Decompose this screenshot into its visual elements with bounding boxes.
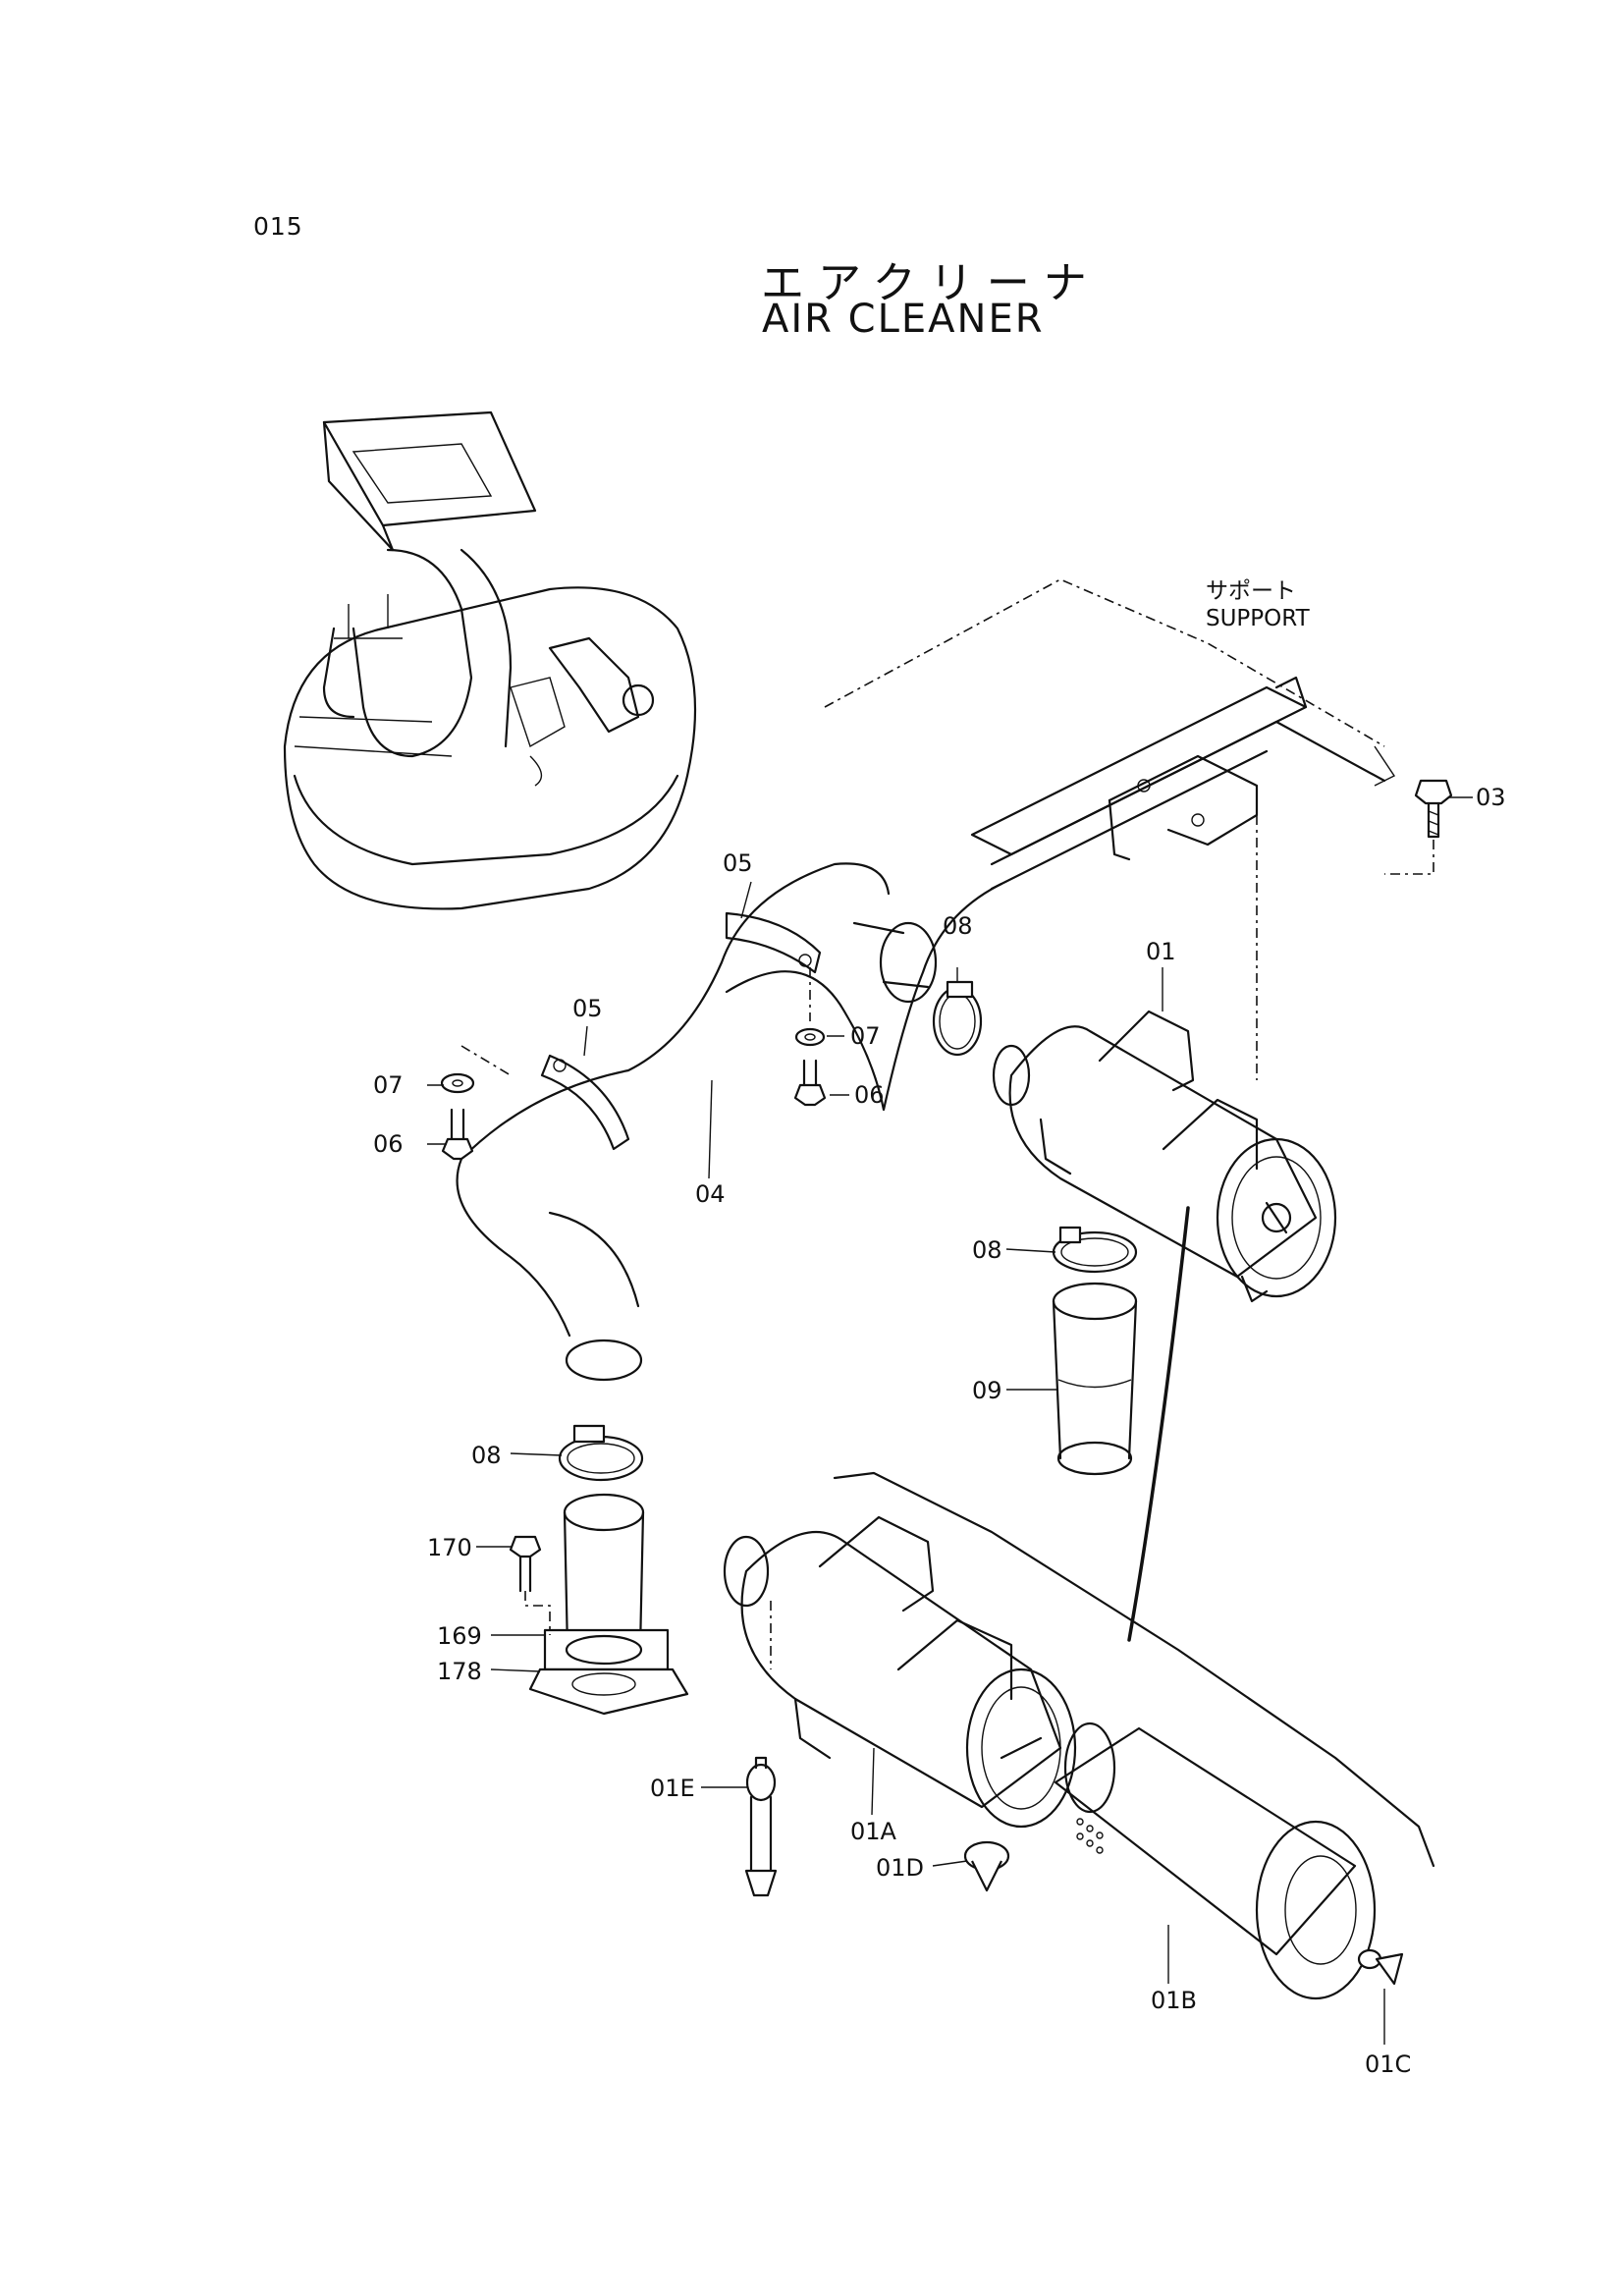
support-label: サポート SUPPORT (1206, 577, 1310, 632)
indicator-01E-icon (744, 1756, 778, 1897)
callout-01: 01 (1146, 938, 1176, 965)
callout-169: 169 (437, 1622, 482, 1650)
callout-09: 09 (972, 1377, 1002, 1404)
callout-03: 03 (1476, 784, 1506, 811)
callout-07a: 07 (373, 1071, 404, 1099)
callout-05a: 05 (723, 849, 753, 877)
hose-clamp-08c-icon (558, 1424, 644, 1482)
callout-08c: 08 (471, 1442, 502, 1469)
callout-07b: 07 (850, 1022, 881, 1050)
exploded-view-guide (833, 1206, 1435, 1868)
callout-06b: 06 (854, 1081, 885, 1109)
bolt-06a-icon (441, 1045, 512, 1161)
callout-04: 04 (695, 1180, 726, 1208)
bolt-06b-icon (793, 967, 827, 1107)
hose-clamp-08b-icon (1052, 1226, 1138, 1274)
air-cleaner-01 (992, 1010, 1337, 1303)
callout-05b: 05 (572, 995, 603, 1022)
dust-valve-01D-icon (963, 1840, 1010, 1892)
callout-labels: 03 05 08 01 05 07 07 06 06 04 08 09 08 1… (373, 784, 1506, 2078)
callout-01E: 01E (650, 1775, 695, 1802)
title-english: AIR CLEANER (762, 297, 1045, 342)
intake-pipe-04 (456, 862, 1003, 1382)
machine-overview (283, 410, 697, 910)
callout-08a: 08 (943, 912, 973, 940)
washer-07b-icon (794, 1027, 826, 1047)
support-label-en: SUPPORT (1206, 606, 1310, 631)
callout-06a: 06 (373, 1130, 404, 1158)
callout-178: 178 (437, 1658, 482, 1685)
leader-lines (427, 796, 1473, 2045)
washer-07a-icon (440, 1072, 475, 1094)
title-japanese: エアクリーナ (761, 258, 1101, 308)
support-frame (824, 578, 1396, 1080)
callout-01B: 01B (1151, 1987, 1197, 2014)
bolt-170-icon (509, 1535, 551, 1635)
filter-element-01B (1054, 1722, 1377, 2000)
support-label-jp: サポート (1206, 578, 1296, 604)
callout-170: 170 (427, 1534, 472, 1561)
gasket-178 (528, 1667, 689, 1716)
callout-08b: 08 (972, 1236, 1002, 1264)
hose-09 (1052, 1282, 1138, 1476)
elbow-169 (543, 1493, 670, 1671)
callout-01C: 01C (1365, 2050, 1411, 2078)
page-number: 015 (253, 212, 303, 241)
callout-01A: 01A (850, 1818, 897, 1845)
housing-01A (723, 1515, 1077, 1829)
callout-01D: 01D (876, 1854, 924, 1882)
hose-clamp-08a-icon (932, 980, 983, 1057)
bolt-03-icon (1384, 779, 1453, 875)
wing-nut-01C-icon (1357, 1948, 1404, 1986)
